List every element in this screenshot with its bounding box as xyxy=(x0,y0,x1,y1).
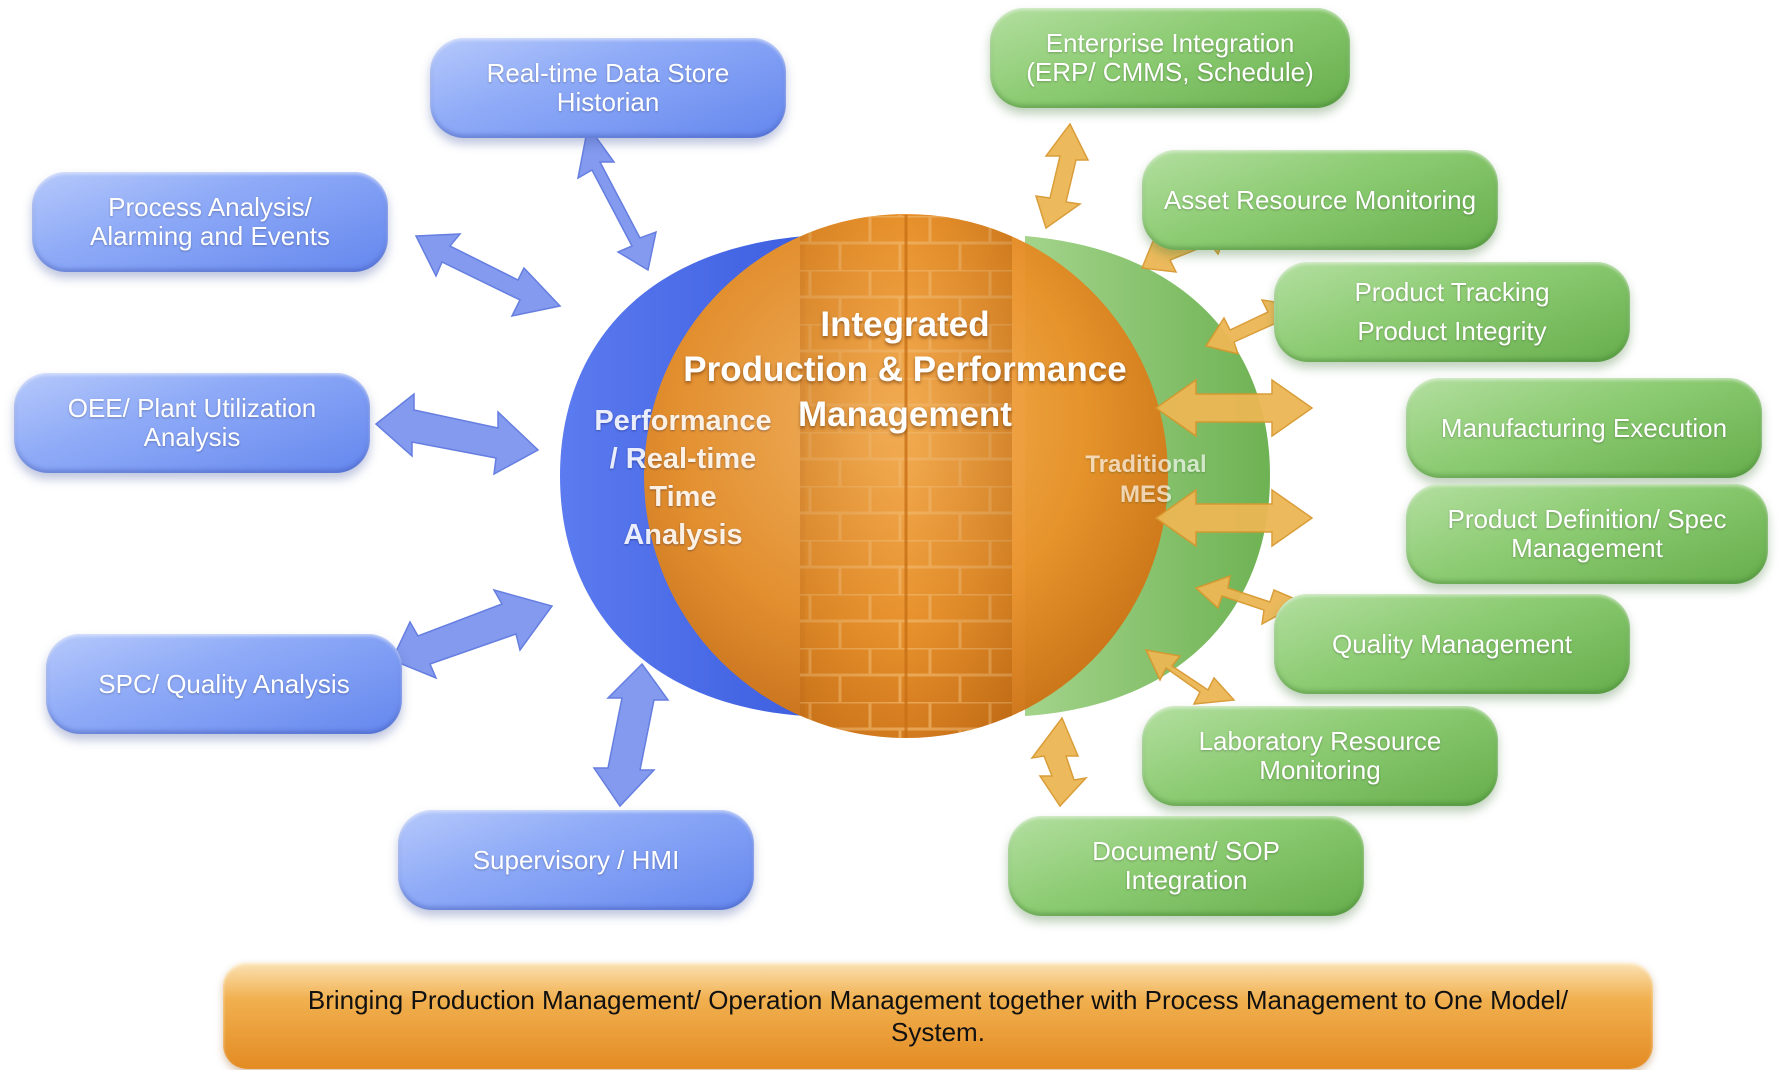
box-line: Alarming and Events xyxy=(90,221,330,251)
box-line: Integration xyxy=(1124,865,1248,895)
arrow-historian xyxy=(576,124,658,272)
box-document-sop: Document/ SOP Integration xyxy=(1008,816,1364,916)
box-line: Monitoring xyxy=(1259,755,1381,785)
box-oee-plant-utilization: OEE/ Plant Utilization Analysis xyxy=(14,373,370,473)
arrow-process-analysis xyxy=(414,233,562,318)
label-line: / Real-time xyxy=(609,443,757,475)
box-line: Management xyxy=(1511,533,1663,563)
box-asset-resource-monitoring: Asset Resource Monitoring xyxy=(1142,150,1498,250)
box-line: (ERP/ CMMS, Schedule) xyxy=(1026,57,1314,87)
box-line: Quality Management xyxy=(1332,628,1572,659)
box-line: Manufacturing Execution xyxy=(1440,412,1728,443)
box-line: Product Integrity xyxy=(1357,316,1547,346)
box-supervisory-hmi: Supervisory / HMI xyxy=(398,810,754,910)
label-line: Performance xyxy=(594,405,772,437)
center-title: Integrated Production & Performance Mana… xyxy=(655,302,1155,437)
box-quality-management: Quality Management xyxy=(1274,594,1630,694)
arrow-quality xyxy=(1194,574,1304,626)
box-line: OEE/ Plant Utilization xyxy=(67,393,317,423)
box-manufacturing-execution: Manufacturing Execution xyxy=(1406,378,1762,478)
box-spc-quality-analysis: SPC/ Quality Analysis xyxy=(46,634,402,734)
box-line: Asset Resource Monitoring xyxy=(1163,184,1477,215)
box-line: Enterprise Integration xyxy=(1045,28,1295,58)
title-line: Integrated xyxy=(820,305,990,344)
traditional-mes-label: Traditional MES xyxy=(1066,450,1226,510)
box-product-tracking: Product Tracking Product Integrity xyxy=(1274,262,1630,362)
box-line: Product Definition/ Spec xyxy=(1447,504,1727,534)
title-line: Production & Performance xyxy=(683,350,1127,389)
box-line: Supervisory / HMI xyxy=(472,844,680,875)
arrow-manufacturing xyxy=(1154,378,1314,438)
box-line: Product Tracking xyxy=(1354,277,1550,307)
label-line: Time xyxy=(649,481,717,513)
box-line: Historian xyxy=(556,87,660,117)
arrow-oee xyxy=(374,392,540,476)
box-product-definition: Product Definition/ Spec Management xyxy=(1406,484,1768,584)
arrow-enterprise xyxy=(1034,122,1090,230)
label-line: MES xyxy=(1119,481,1172,508)
arrow-laboratory xyxy=(1144,649,1236,705)
box-enterprise-integration: Enterprise Integration (ERP/ CMMS, Sched… xyxy=(990,8,1350,108)
box-process-analysis: Process Analysis/ Alarming and Events xyxy=(32,172,388,272)
title-line: Management xyxy=(798,395,1012,434)
box-line: Process Analysis/ xyxy=(108,192,312,222)
footer-banner: Bringing Production Management/ Operatio… xyxy=(223,962,1653,1069)
box-line: SPC/ Quality Analysis xyxy=(98,668,350,699)
label-line: Traditional xyxy=(1085,451,1207,478)
box-laboratory-resource: Laboratory Resource Monitoring xyxy=(1142,706,1498,806)
arrow-spc xyxy=(390,588,554,680)
box-line: Document/ SOP xyxy=(1092,836,1280,866)
label-line: Analysis xyxy=(623,519,743,551)
arrow-product-definition xyxy=(1154,488,1314,548)
box-line: Laboratory Resource xyxy=(1198,726,1442,756)
arrow-supervisory xyxy=(592,662,670,808)
arrow-document xyxy=(1030,716,1089,808)
box-line: Analysis xyxy=(143,422,241,452)
performance-label: Performance / Real-time Time Analysis xyxy=(560,402,806,554)
footer-text: Bringing Production Management/ Operatio… xyxy=(307,984,1569,1047)
box-realtime-data-store: Real-time Data Store Historian xyxy=(430,38,786,138)
box-line: Real-time Data Store xyxy=(486,58,730,88)
